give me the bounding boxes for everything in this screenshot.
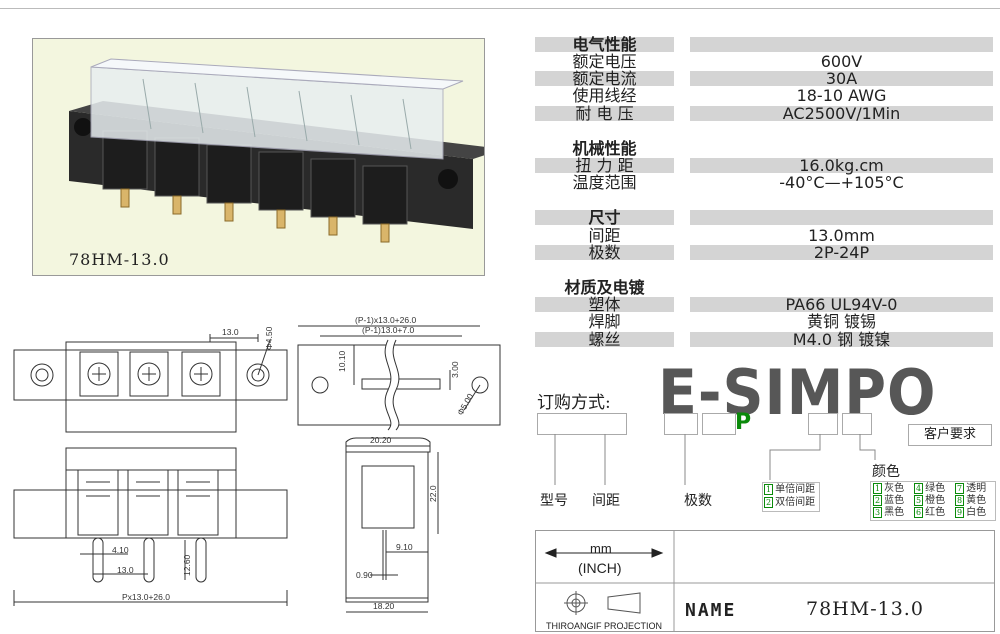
- dim-front-pin-a: 4.10: [112, 545, 129, 555]
- spec-section-header: 电气性能: [535, 37, 674, 53]
- brand-watermark: E-SIMPO: [658, 356, 937, 429]
- spec-label: [535, 349, 674, 364]
- dim-top-hole: Φ4.50: [264, 326, 274, 350]
- spec-label: 螺丝: [535, 332, 674, 348]
- front-view-drawing: [13, 447, 288, 606]
- dim-end-pin-offset: 9.10: [396, 542, 413, 552]
- label-color: 颜色: [872, 464, 900, 480]
- spec-value: 16.0kg.cm: [690, 158, 993, 174]
- label-pitch: 间距: [592, 493, 620, 509]
- spec-label: 额定电压: [572, 52, 637, 71]
- spec-value: M4.0 钢 镀镍: [690, 332, 993, 348]
- dim-side-hole: Φ5.00: [455, 392, 475, 417]
- spec-value: AC2500V/1Min: [690, 106, 993, 122]
- order-box-pitch: [664, 413, 698, 435]
- name-label: NAME: [685, 600, 737, 621]
- spec-value: [690, 37, 993, 52]
- spec-value: PA66 UL94V-0: [690, 297, 993, 313]
- order-box-color: [842, 413, 872, 435]
- spec-label: 使用线经: [572, 86, 637, 105]
- order-box-model: [537, 413, 627, 435]
- dim-end-width: 20.20: [370, 435, 392, 445]
- spec-value: -40°C—+105°C: [779, 173, 904, 192]
- spec-value: 13.0mm: [808, 226, 875, 245]
- unit-inch: (INCH): [578, 560, 622, 576]
- dim-end-height: 22.0: [428, 485, 438, 502]
- label-model: 型号: [540, 493, 568, 509]
- spec-label: 扭 力 距: [535, 158, 674, 174]
- spec-value: [690, 141, 993, 156]
- spec-value: 黄铜 镀锡: [806, 312, 877, 331]
- projection-symbol-icon: [564, 591, 641, 615]
- unit-mm: mm: [590, 541, 612, 556]
- end-view-drawing: [345, 437, 439, 613]
- projection-label: THIROANGIF PROJECTION: [546, 621, 663, 631]
- product-photo: [32, 38, 503, 276]
- dim-side-total: (P-1)x13.0+26.0: [355, 315, 416, 325]
- top-view-drawing: [13, 334, 288, 433]
- spec-label: 极数: [535, 245, 674, 261]
- spec-value: [690, 210, 993, 225]
- customer-req-box: 客户要求: [908, 424, 992, 446]
- spec-label: 温度范围: [572, 173, 637, 192]
- spec-section-header: 材质及电镀: [564, 278, 645, 297]
- order-box-poles: [702, 413, 736, 435]
- spec-label: 焊脚: [588, 312, 621, 331]
- technical-drawings: 13.0 Φ4.50 (P-1)x13.0+26.0 (P-1)13.0+7.0…: [13, 315, 501, 613]
- dim-end-base: 18.20: [373, 601, 395, 611]
- model-number: 78HM-13.0: [806, 598, 924, 620]
- dim-side-height: 10.10: [337, 350, 347, 372]
- spec-value: [690, 280, 993, 295]
- dim-side-inner: (P-1)13.0+7.0: [362, 325, 414, 335]
- brand-p-letter: P: [735, 410, 752, 435]
- label-poles: 极数: [684, 493, 712, 509]
- spec-value: 18-10 AWG: [796, 86, 887, 105]
- dim-top-pitch: 13.0: [222, 327, 239, 337]
- spec-label: 耐 电 压: [535, 106, 674, 122]
- dim-side-slot: 3.00: [450, 361, 460, 378]
- dim-front-pin-b: 13.0: [117, 565, 134, 575]
- dim-front-total: Px13.0+26.0: [122, 592, 170, 602]
- photo-caption: 78HM-13.0: [69, 250, 170, 269]
- spec-value: 600V: [820, 52, 863, 71]
- spec-section-header: 机械性能: [572, 139, 637, 158]
- side-view-drawing: [297, 325, 501, 433]
- order-box-pitch-option: [808, 413, 838, 435]
- dim-front-pin-len: 12.60: [182, 554, 192, 576]
- title-block-grid: [536, 531, 994, 631]
- terminal-block-illustration: [69, 58, 503, 243]
- spec-label: 塑体: [535, 297, 674, 313]
- spec-label: 额定电流: [535, 71, 674, 87]
- dim-end-pin-width: 0.90: [356, 570, 373, 580]
- title-block: [535, 530, 995, 632]
- top-divider: [0, 8, 1000, 9]
- spec-value: 2P-24P: [690, 245, 993, 261]
- spec-section-header: 尺寸: [535, 210, 674, 226]
- spec-value: 30A: [690, 71, 993, 87]
- order-connector-lines: [554, 434, 876, 485]
- order-title: 订购方式:: [537, 393, 611, 413]
- spec-label: 间距: [588, 226, 621, 245]
